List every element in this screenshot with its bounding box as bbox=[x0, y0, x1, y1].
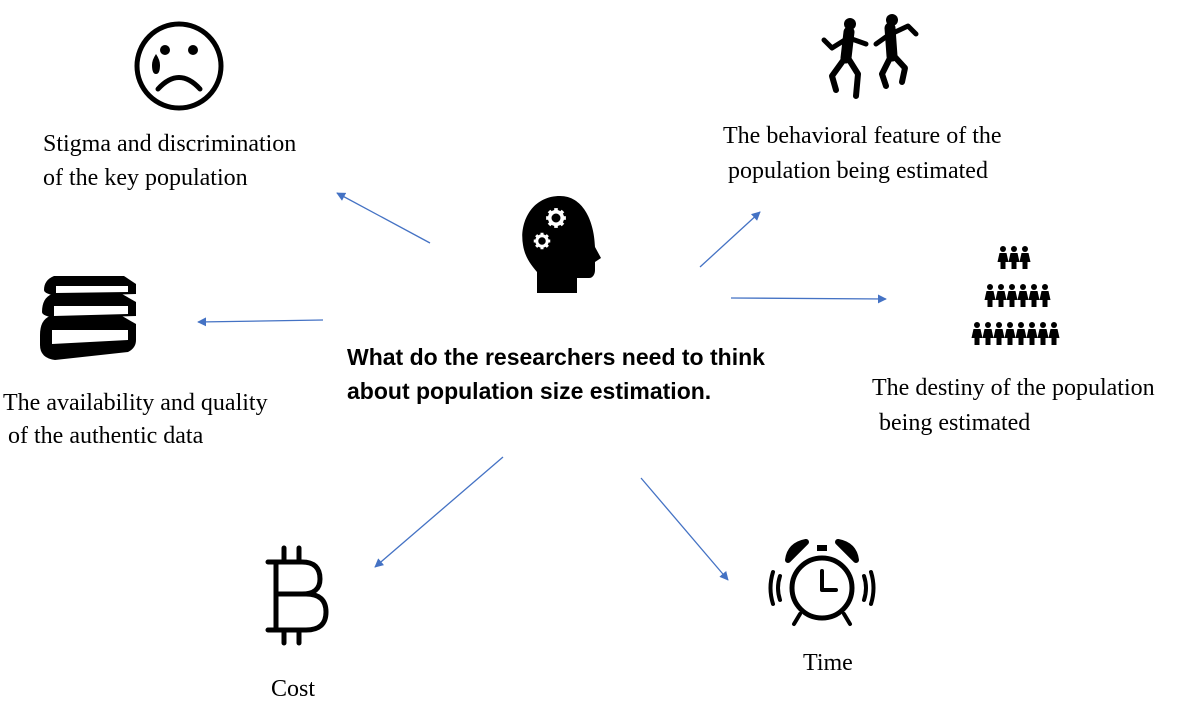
arrow-to-behavior bbox=[699, 211, 761, 268]
behavior-label-line-1: The behavioral feature of the bbox=[723, 123, 1002, 149]
sad-face-icon bbox=[134, 21, 224, 111]
bitcoin-icon bbox=[265, 545, 329, 646]
arrow-to-data bbox=[197, 317, 324, 327]
books-icon bbox=[40, 276, 136, 360]
stigma-label-line-1: Stigma and discrimination bbox=[43, 131, 296, 157]
stigma-label-line-2: of the key population bbox=[43, 165, 248, 191]
behavior-label-line-2: population being estimated bbox=[728, 158, 988, 184]
arrow-to-time bbox=[640, 477, 729, 581]
density-label-line-1: The destiny of the population bbox=[872, 375, 1155, 401]
dancing-people-icon bbox=[821, 14, 919, 99]
arrow-to-density bbox=[730, 294, 887, 304]
data-label-line-1: The availability and quality bbox=[3, 390, 268, 416]
center-title-line-2: about population size estimation. bbox=[347, 378, 711, 404]
density-label-line-2: being estimated bbox=[879, 410, 1030, 436]
arrow-to-cost bbox=[374, 456, 504, 568]
arrow-to-stigma bbox=[336, 192, 431, 244]
head-gears-icon bbox=[522, 196, 601, 293]
crowd-pyramid-icon bbox=[971, 246, 1060, 345]
cost-label: Cost bbox=[271, 676, 315, 702]
center-title-line-1: What do the researchers need to think bbox=[347, 344, 765, 370]
alarm-clock-icon bbox=[768, 539, 876, 626]
time-label: Time bbox=[803, 650, 853, 676]
data-label-line-2: of the authentic data bbox=[8, 423, 204, 449]
